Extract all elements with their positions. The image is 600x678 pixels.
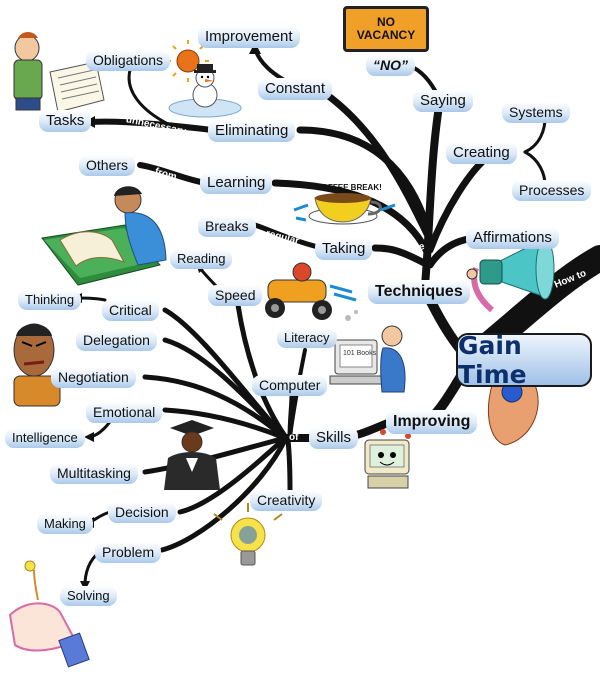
- branch-negotiation: [142, 374, 288, 441]
- node-problem[interactable]: Problem: [95, 542, 162, 563]
- branch-emotional: [162, 407, 288, 441]
- snowman-icon: [168, 64, 242, 118]
- node-solving[interactable]: Solving: [60, 586, 117, 606]
- branch-obligations: [127, 68, 172, 127]
- node-computer[interactable]: Computer: [252, 375, 328, 396]
- fist-icon: [487, 373, 539, 446]
- node-intelligence[interactable]: Intelligence: [5, 428, 85, 448]
- branch-systems: [523, 116, 547, 154]
- branch-creativity: [285, 437, 293, 493]
- branch-taking: [371, 244, 432, 269]
- node-others[interactable]: Others: [79, 155, 136, 176]
- lightbulb-icon: [213, 503, 283, 566]
- branch-tasks: [87, 118, 215, 133]
- node-critical[interactable]: Critical: [102, 300, 159, 321]
- node-systems[interactable]: Systems: [502, 102, 570, 123]
- connector-of: of: [289, 432, 299, 443]
- node-emotional[interactable]: Emotional: [86, 402, 163, 423]
- computer-screen-text: 101 Books: [343, 350, 377, 357]
- node-obligations[interactable]: Obligations: [86, 50, 171, 71]
- angry-man-icon: [13, 323, 61, 407]
- branch-thinking: [76, 296, 107, 302]
- coffee-cup-icon: [293, 193, 396, 225]
- branch-delegation: [162, 337, 288, 441]
- node-negotiation[interactable]: Negotiation: [51, 367, 136, 388]
- node-making[interactable]: Making: [37, 514, 93, 534]
- central-topic[interactable]: Gain Time: [456, 331, 592, 389]
- node-thinking[interactable]: Thinking: [18, 290, 82, 310]
- megaphone-icon: [466, 238, 555, 313]
- node-saying[interactable]: Saying: [413, 90, 473, 113]
- branch-eliminating: [296, 126, 432, 234]
- sun-icon: [167, 40, 209, 82]
- node-taking[interactable]: Taking: [315, 238, 373, 261]
- central-title: Gain Time: [458, 331, 527, 389]
- node-creating[interactable]: Creating: [446, 142, 517, 165]
- node-creativity[interactable]: Creativity: [250, 490, 323, 511]
- branch-others: [137, 162, 208, 186]
- branch-multitasking: [142, 435, 288, 475]
- node-improving[interactable]: Improving: [386, 410, 478, 434]
- node-tasks[interactable]: Tasks: [39, 110, 92, 133]
- hand-with-flower-icon: [8, 560, 90, 668]
- node-improvement[interactable]: Improvement: [198, 26, 300, 49]
- node-processes[interactable]: Processes: [512, 180, 592, 201]
- node-learning[interactable]: Learning: [200, 172, 273, 195]
- branch-breaks: [252, 222, 321, 250]
- node-multitasking[interactable]: Multitasking: [50, 463, 138, 484]
- sign-line-1: NO: [377, 14, 395, 29]
- sign-line-2: VACANCY: [356, 28, 416, 42]
- node-affirmations[interactable]: Affirmations: [466, 227, 559, 250]
- no-vacancy-sign: NO VACANCY: [343, 6, 429, 52]
- computer-mascot-icon: [364, 429, 411, 489]
- node-skills[interactable]: Skills: [309, 427, 359, 450]
- node-reading[interactable]: Reading: [170, 249, 233, 269]
- node-techniques[interactable]: Techniques: [368, 280, 470, 304]
- node-delegation[interactable]: Delegation: [76, 330, 157, 351]
- node-literacy[interactable]: Literacy: [277, 328, 337, 348]
- graduate-icon: [164, 420, 220, 490]
- coffee-break-text: COFFEE BREAK!: [316, 183, 382, 192]
- branch-decision: [177, 435, 288, 515]
- man-at-computer-icon: [329, 325, 406, 393]
- branch-problem: [159, 437, 288, 553]
- node-breaks[interactable]: Breaks: [198, 216, 256, 237]
- arrow-intelligence: [84, 432, 94, 442]
- branch-computer: [287, 392, 295, 441]
- node-constant[interactable]: Constant: [258, 78, 333, 101]
- node-speed[interactable]: Speed: [208, 285, 263, 306]
- node-no[interactable]: “NO”: [366, 55, 415, 76]
- race-car-icon: [265, 262, 358, 321]
- node-decision[interactable]: Decision: [108, 502, 176, 523]
- man-with-list-icon: [13, 32, 105, 113]
- branch-speed: [235, 302, 288, 439]
- node-eliminating[interactable]: Eliminating: [208, 120, 296, 143]
- woman-reading-icon: [41, 186, 167, 286]
